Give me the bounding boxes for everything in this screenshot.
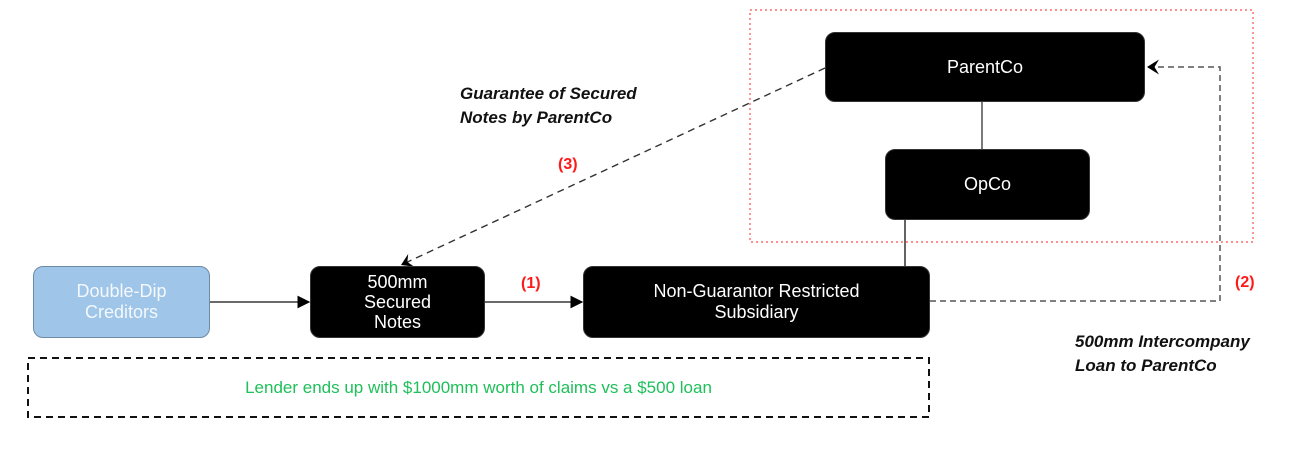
node-secured-notes: 500mm Secured Notes xyxy=(310,266,485,338)
lender-claims-note: Lender ends up with $1000mm worth of cla… xyxy=(27,357,930,418)
step-1-label: (1) xyxy=(521,275,541,292)
arrow-guarantee xyxy=(400,67,826,267)
step-2-label: (2) xyxy=(1235,274,1255,291)
node-secured-notes-line2: Secured xyxy=(363,292,432,312)
loan-annotation: 500mm Intercompany Loan to ParentCo xyxy=(1075,330,1250,378)
node-opco-label: OpCo xyxy=(963,174,1012,194)
node-secured-notes-line1: 500mm xyxy=(367,272,428,292)
node-non-guarantor-line1: Non-Guarantor Restricted xyxy=(653,281,860,301)
loan-annotation-line2: Loan to ParentCo xyxy=(1075,356,1217,375)
guarantee-annotation-line2: Notes by ParentCo xyxy=(460,108,613,127)
arrow-intercompany-loan xyxy=(930,59,1221,302)
node-non-guarantor-subsidiary: Non-Guarantor Restricted Subsidiary xyxy=(583,266,930,338)
node-double-dip-creditors-label: Double-Dip Creditors xyxy=(76,281,167,322)
step-3-label: (3) xyxy=(558,156,578,173)
lender-claims-note-text: Lender ends up with $1000mm worth of cla… xyxy=(245,377,712,397)
node-opco: OpCo xyxy=(885,149,1090,220)
loan-annotation-line1: 500mm Intercompany xyxy=(1075,332,1250,351)
node-parentco: ParentCo xyxy=(825,32,1145,102)
parent-group-boundary xyxy=(749,9,1254,243)
note-border xyxy=(27,357,930,418)
node-double-dip-creditors: Double-Dip Creditors xyxy=(33,266,210,338)
node-parentco-label: ParentCo xyxy=(946,56,1024,77)
node-secured-notes-line3: Notes xyxy=(373,312,422,332)
guarantee-annotation: Guarantee of Secured Notes by ParentCo xyxy=(460,82,637,130)
node-non-guarantor-line2: Subsidiary xyxy=(714,302,799,322)
guarantee-annotation-line1: Guarantee of Secured xyxy=(460,84,637,103)
